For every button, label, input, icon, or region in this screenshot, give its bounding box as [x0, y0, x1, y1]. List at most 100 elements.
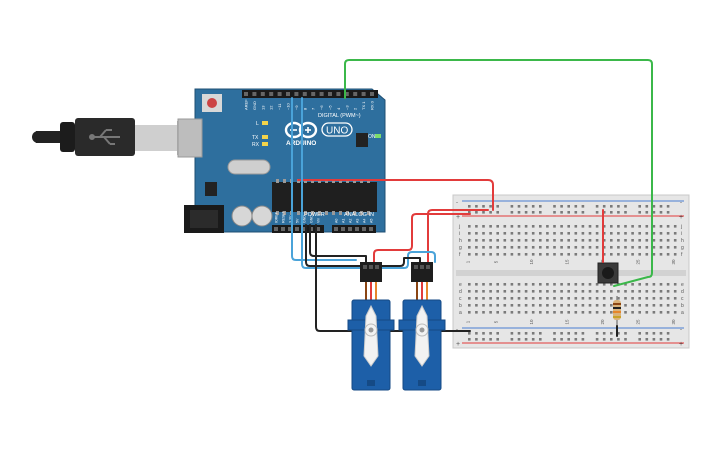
terminal-hole[interactable] — [531, 239, 535, 242]
terminal-hole[interactable] — [517, 304, 521, 307]
rail-hole[interactable] — [553, 205, 556, 208]
digital-pin[interactable] — [344, 92, 349, 96]
terminal-hole[interactable] — [659, 283, 663, 286]
rail-hole[interactable] — [645, 332, 649, 335]
terminal-hole[interactable] — [510, 225, 514, 228]
rail-hole[interactable] — [581, 205, 585, 208]
terminal-hole[interactable] — [503, 239, 507, 242]
terminal-hole[interactable] — [468, 304, 471, 307]
rail-hole[interactable] — [468, 211, 471, 214]
terminal-hole[interactable] — [673, 290, 677, 293]
terminal-hole[interactable] — [524, 290, 528, 293]
rail-hole[interactable] — [617, 211, 620, 214]
digital-pin[interactable] — [311, 92, 316, 96]
rail-hole[interactable] — [475, 332, 478, 335]
analog-pin[interactable] — [355, 227, 359, 231]
terminal-hole[interactable] — [631, 304, 634, 307]
terminal-hole[interactable] — [468, 253, 471, 256]
rail-hole[interactable] — [482, 338, 485, 341]
terminal-hole[interactable] — [673, 283, 677, 286]
rail-hole[interactable] — [617, 205, 620, 208]
terminal-hole[interactable] — [496, 304, 499, 307]
digital-pin[interactable] — [269, 92, 274, 96]
terminal-hole[interactable] — [602, 246, 606, 249]
terminal-hole[interactable] — [617, 246, 620, 249]
rail-hole[interactable] — [531, 211, 535, 214]
rail-hole[interactable] — [475, 338, 478, 341]
terminal-hole[interactable] — [560, 239, 563, 242]
rail-hole[interactable] — [666, 205, 670, 208]
terminal-hole[interactable] — [652, 232, 656, 235]
wire-blue-servo1-signal[interactable] — [291, 97, 357, 261]
terminal-hole[interactable] — [638, 246, 641, 249]
terminal-hole[interactable] — [645, 239, 649, 242]
terminal-hole[interactable] — [510, 246, 514, 249]
terminal-hole[interactable] — [588, 225, 592, 228]
terminal-hole[interactable] — [659, 253, 663, 256]
terminal-hole[interactable] — [553, 297, 556, 300]
terminal-hole[interactable] — [489, 225, 492, 228]
rail-hole[interactable] — [510, 211, 514, 214]
terminal-hole[interactable] — [510, 283, 514, 286]
wire-blue-servo2-signal[interactable] — [301, 97, 436, 269]
terminal-hole[interactable] — [631, 253, 634, 256]
terminal-hole[interactable] — [482, 239, 485, 242]
reset-button[interactable] — [207, 98, 217, 108]
terminal-hole[interactable] — [588, 304, 592, 307]
power-pin[interactable] — [302, 227, 306, 231]
terminal-hole[interactable] — [602, 283, 606, 286]
terminal-hole[interactable] — [595, 290, 599, 293]
digital-pin[interactable] — [353, 92, 358, 96]
terminal-hole[interactable] — [624, 253, 627, 256]
terminal-hole[interactable] — [468, 232, 471, 235]
terminal-hole[interactable] — [652, 246, 656, 249]
terminal-hole[interactable] — [482, 253, 485, 256]
terminal-hole[interactable] — [503, 290, 507, 293]
power-pin[interactable] — [288, 227, 292, 231]
terminal-hole[interactable] — [567, 290, 570, 293]
terminal-hole[interactable] — [610, 246, 613, 249]
rail-hole[interactable] — [652, 205, 656, 208]
analog-pin[interactable] — [341, 227, 345, 231]
terminal-hole[interactable] — [602, 311, 606, 314]
terminal-hole[interactable] — [517, 253, 521, 256]
analog-pin[interactable] — [334, 227, 338, 231]
terminal-hole[interactable] — [482, 304, 485, 307]
terminal-hole[interactable] — [610, 283, 613, 286]
wire-black-servo1-gnd[interactable] — [309, 224, 367, 263]
terminal-hole[interactable] — [531, 283, 535, 286]
terminal-hole[interactable] — [602, 290, 606, 293]
terminal-hole[interactable] — [567, 283, 570, 286]
digital-pin[interactable] — [370, 92, 374, 96]
terminal-hole[interactable] — [553, 239, 556, 242]
terminal-hole[interactable] — [489, 253, 492, 256]
terminal-hole[interactable] — [673, 246, 677, 249]
terminal-hole[interactable] — [673, 304, 677, 307]
rail-hole[interactable] — [574, 205, 578, 208]
terminal-hole[interactable] — [595, 225, 599, 228]
terminal-hole[interactable] — [659, 290, 663, 293]
terminal-hole[interactable] — [468, 297, 471, 300]
terminal-hole[interactable] — [652, 239, 656, 242]
terminal-hole[interactable] — [524, 232, 528, 235]
terminal-hole[interactable] — [496, 225, 499, 228]
terminal-hole[interactable] — [539, 239, 542, 242]
rail-hole[interactable] — [553, 338, 556, 341]
terminal-hole[interactable] — [588, 253, 592, 256]
terminal-hole[interactable] — [539, 297, 542, 300]
terminal-hole[interactable] — [560, 297, 563, 300]
terminal-hole[interactable] — [503, 225, 507, 228]
rail-hole[interactable] — [645, 205, 649, 208]
terminal-hole[interactable] — [610, 311, 613, 314]
terminal-hole[interactable] — [624, 246, 627, 249]
terminal-hole[interactable] — [546, 232, 549, 235]
rail-hole[interactable] — [489, 211, 492, 214]
terminal-hole[interactable] — [517, 239, 521, 242]
terminal-hole[interactable] — [510, 304, 514, 307]
terminal-hole[interactable] — [617, 253, 620, 256]
terminal-hole[interactable] — [496, 239, 499, 242]
terminal-hole[interactable] — [595, 304, 599, 307]
power-pin[interactable] — [316, 227, 320, 231]
terminal-hole[interactable] — [489, 232, 492, 235]
